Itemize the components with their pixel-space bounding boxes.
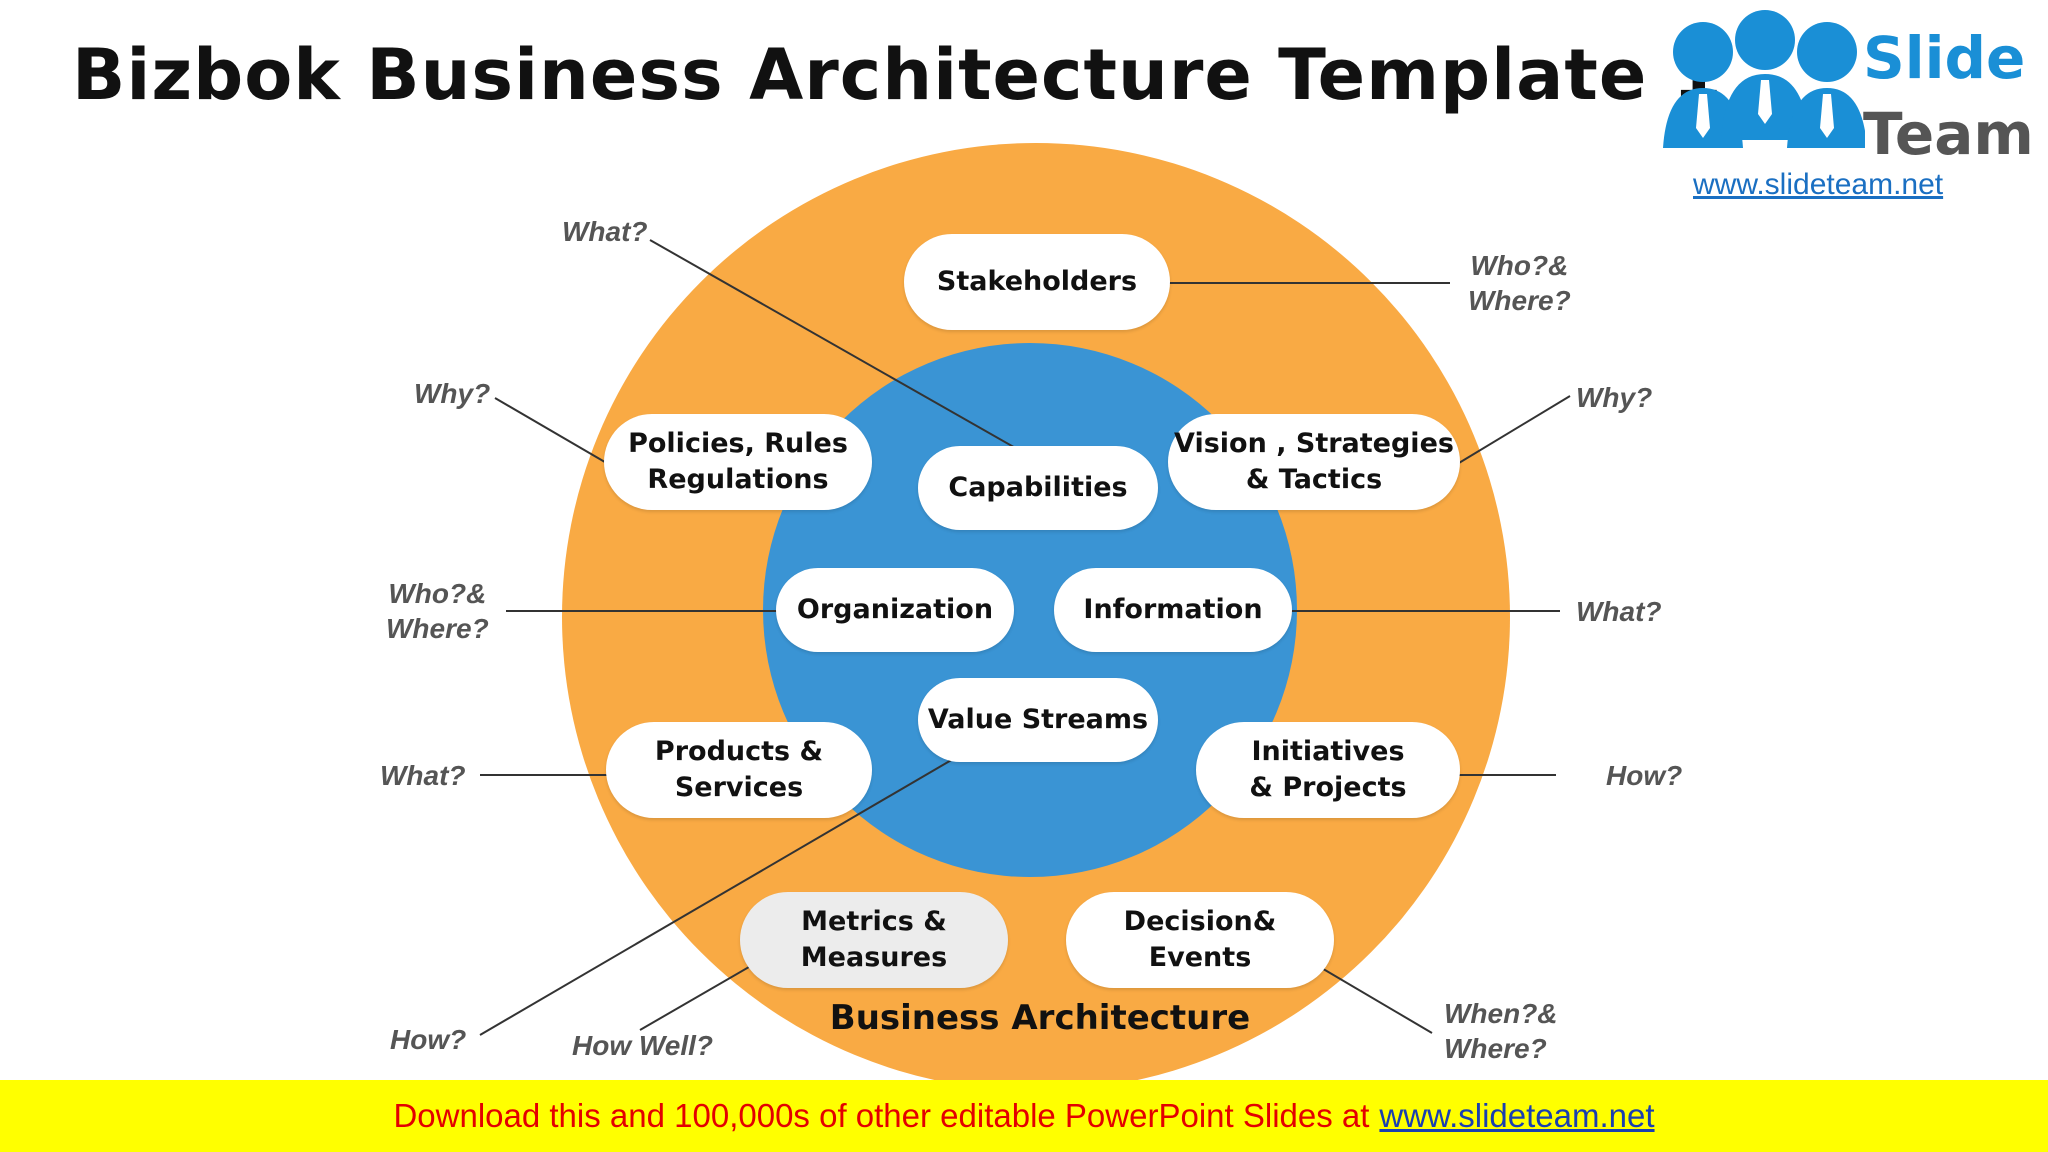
arrow-when-to-decision — [1307, 959, 1433, 1034]
question-what-right: What? — [1576, 596, 1662, 627]
box-vision-label: Vision , Strategies & Tactics — [1174, 428, 1454, 495]
arrow-what-to-capabilities — [649, 239, 1041, 463]
box-policies-rules-regulations: Policies, Rules Regulations — [604, 414, 872, 510]
question-how-well: How Well? — [572, 1030, 714, 1061]
box-policies-label: Policies, Rules Regulations — [628, 428, 848, 495]
question-who-where-top: Who?& Where? — [1468, 250, 1571, 316]
footer-link[interactable]: www.slideteam.net — [1379, 1097, 1655, 1134]
logo-word-team: Team — [1863, 100, 2034, 168]
logo-word-slide: Slide — [1863, 24, 2026, 92]
box-initiatives-label: Initiatives & Projects — [1249, 736, 1407, 803]
question-when-where: When?& Where? — [1444, 998, 1558, 1064]
footer-text: Download this and 100,000s of other edit… — [393, 1097, 1370, 1134]
box-metrics-measures: Metrics & Measures — [740, 892, 1008, 988]
business-architecture-label: Business Architecture — [829, 998, 1251, 1038]
box-decision-label: Decision& Events — [1123, 906, 1277, 973]
question-what-left: What? — [380, 760, 466, 791]
question-why-left: Why? — [414, 378, 491, 409]
box-organization: Organization — [776, 568, 1014, 652]
question-what-top: What? — [562, 216, 648, 247]
arrow-howwell-to-metrics — [639, 955, 769, 1031]
box-capabilities: Capabilities — [918, 446, 1158, 530]
logo-url-link[interactable]: www.slideteam.net — [1693, 168, 1944, 201]
box-vision-strategies-tactics: Vision , Strategies & Tactics — [1168, 414, 1460, 510]
box-metrics-label: Metrics & Measures — [800, 906, 948, 973]
slide-title: Bizbok Business Architecture Template 1 — [72, 34, 1723, 116]
download-banner: Download this and 100,000s of other edit… — [0, 1080, 2048, 1152]
box-stakeholders: Stakeholders — [904, 234, 1170, 330]
question-how-right: How? — [1606, 760, 1683, 791]
box-initiatives-projects: Initiatives & Projects — [1196, 722, 1460, 818]
box-decision-events: Decision& Events — [1066, 892, 1334, 988]
box-information: Information — [1054, 568, 1292, 652]
box-capabilities-label: Capabilities — [948, 472, 1128, 503]
arrow-why-to-vision — [1443, 395, 1571, 473]
people-icon — [1663, 10, 1867, 148]
inner-blue-circle — [763, 343, 1297, 877]
diagram-shapes — [479, 143, 1571, 1080]
arrow-how-to-value-streams — [479, 747, 973, 1036]
question-how-bottom: How? — [390, 1024, 467, 1055]
box-value-streams: Value Streams — [918, 678, 1158, 762]
box-products-services: Products & Services — [606, 722, 872, 818]
box-value-streams-label: Value Streams — [927, 704, 1149, 735]
arrow-why-to-policies — [494, 397, 623, 473]
architecture-diagram: Stakeholders Policies, Rules Regulations… — [380, 143, 1683, 1080]
slideteam-logo: Slide Team www.slideteam.net — [1655, 10, 2035, 210]
question-why-right: Why? — [1576, 382, 1653, 413]
box-products-label: Products & Services — [654, 736, 824, 803]
box-information-label: Information — [1083, 594, 1263, 625]
box-organization-label: Organization — [796, 594, 994, 625]
box-stakeholders-label: Stakeholders — [936, 266, 1138, 297]
question-who-where-left: Who?& Where? — [386, 578, 489, 644]
